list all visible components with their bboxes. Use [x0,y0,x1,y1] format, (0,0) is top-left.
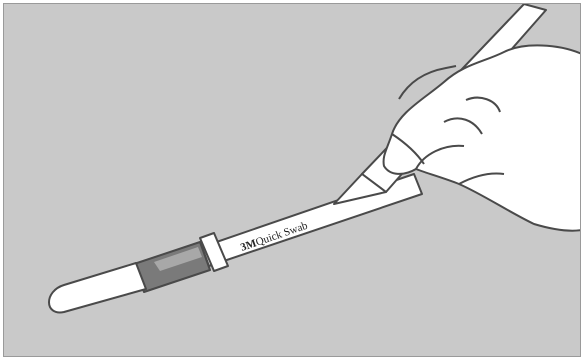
illustration-frame: 3M Quick Swab [3,3,581,357]
swab-bulb [49,263,146,312]
quick-swab-illustration: 3M Quick Swab [4,4,581,357]
hand-outline [384,45,581,230]
